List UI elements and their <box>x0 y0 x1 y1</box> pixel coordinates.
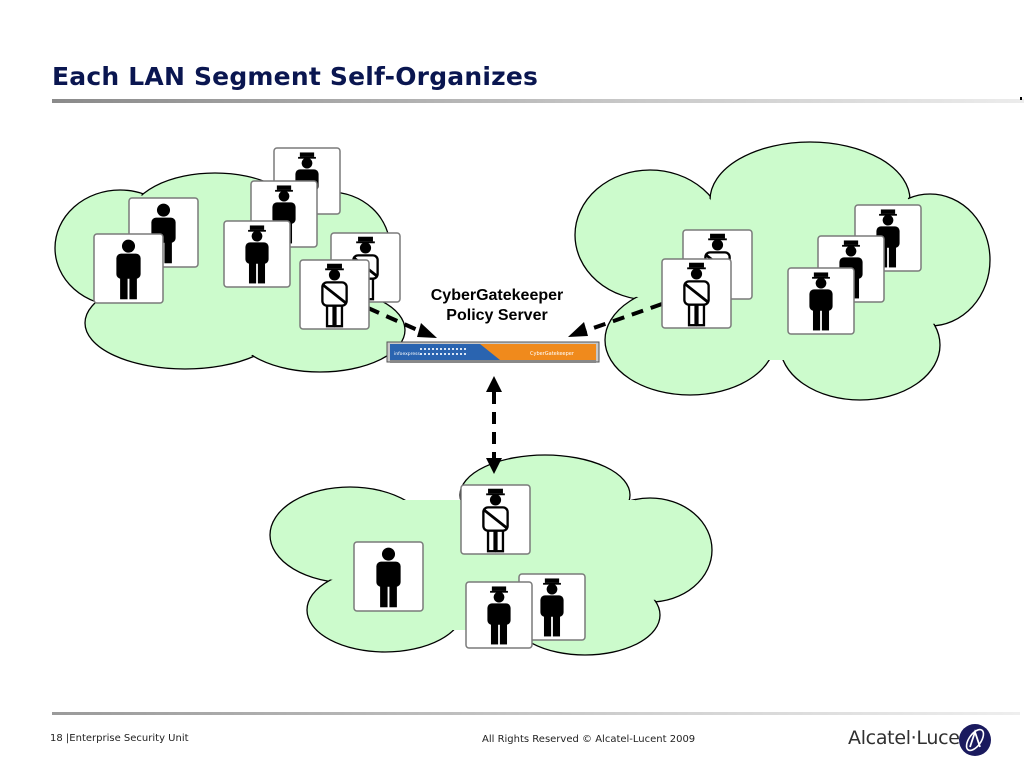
arrow-heads <box>417 322 588 474</box>
card-person-front <box>93 233 164 304</box>
arrow-right-to-server <box>584 302 663 333</box>
card-officer <box>460 484 531 555</box>
server-label-line1: CyberGatekeeper <box>430 287 564 304</box>
arrow-left-to-server <box>367 306 423 334</box>
lan-bottom-users <box>353 484 586 649</box>
lan-left-users <box>93 147 401 330</box>
server-label-line2: Policy Server <box>446 307 548 324</box>
connection-arrows <box>367 302 663 460</box>
footer-page-info: 18 |Enterprise Security Unit <box>50 733 189 744</box>
footer-copyright: All Rights Reserved © Alcatel-Lucent 200… <box>482 734 696 745</box>
card-officer-front <box>661 258 732 329</box>
server-label: CyberGatekeeper Policy Server <box>408 286 586 326</box>
card-guard-low <box>223 220 291 288</box>
edge-mark <box>1020 97 1022 100</box>
card-officer-front <box>299 259 370 330</box>
card-guard-front <box>787 267 855 335</box>
lan-cloud-right <box>574 141 991 401</box>
title-underline <box>52 99 1024 103</box>
footer-unit: Enterprise Security Unit <box>69 733 189 744</box>
card-guard-front <box>465 581 533 649</box>
alcatel-lucent-logo-icon <box>959 724 991 756</box>
slide-title: Each LAN Segment Self-Organizes <box>52 62 539 91</box>
page-number: 18 <box>50 733 63 744</box>
footer-divider <box>52 712 1020 715</box>
card-person <box>353 541 424 612</box>
lan-right-users <box>661 204 922 335</box>
server-brand: infoexpress <box>394 351 421 357</box>
server-appliance-icon: infoexpress CyberGatekeeper <box>386 341 600 363</box>
server-device-name: CyberGatekeeper <box>530 351 575 357</box>
company-logo-text: Alcatel·Lucent <box>848 727 979 749</box>
